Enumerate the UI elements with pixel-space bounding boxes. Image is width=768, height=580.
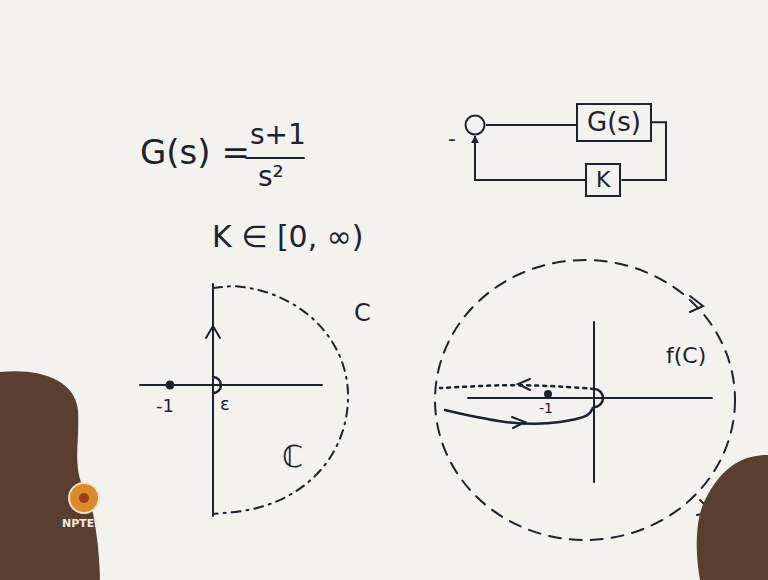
imag-axis (593, 322, 595, 482)
junction-circle (464, 114, 486, 136)
signal-wire (475, 136, 585, 180)
watermark: NPTEL (62, 518, 101, 530)
contour-c (213, 286, 348, 514)
hand (697, 455, 768, 580)
critical-point (545, 391, 551, 397)
curve-arrow (512, 417, 525, 428)
real-axis (468, 397, 712, 399)
nyquist-curve (445, 389, 603, 424)
point-label: -1 (539, 401, 553, 416)
transfer-function-lhs: G(s) = (140, 134, 250, 171)
contour-arrow (690, 296, 703, 312)
summing-junction: - (464, 114, 486, 136)
logo (79, 493, 89, 503)
hand (0, 371, 100, 580)
nyquist-curve-mirror (440, 385, 594, 389)
epsilon-label: ε (220, 394, 230, 414)
denominator: s² (258, 162, 284, 193)
fraction-bar (246, 157, 304, 159)
plane-symbol: ℂ (282, 440, 303, 473)
gain-block: K (585, 163, 621, 197)
contour-label: C (354, 300, 371, 326)
sign-label: - (448, 126, 456, 151)
imag-axis (212, 284, 214, 516)
logo (69, 483, 99, 513)
plant-block: G(s) (576, 103, 652, 142)
point-label: -1 (156, 396, 174, 416)
contour-arrow (206, 326, 220, 338)
signal-wire (486, 124, 576, 126)
numerator: s+1 (250, 120, 306, 151)
indent-arc (213, 377, 221, 393)
gain-range: K ∈ [0, ∞) (212, 220, 363, 253)
pole-point (167, 382, 174, 389)
image-contour (435, 260, 735, 540)
image-label: f(C) (666, 344, 706, 368)
curve-arrow (518, 379, 530, 390)
block-label: G(s) (587, 107, 641, 137)
block-label: K (596, 167, 610, 192)
